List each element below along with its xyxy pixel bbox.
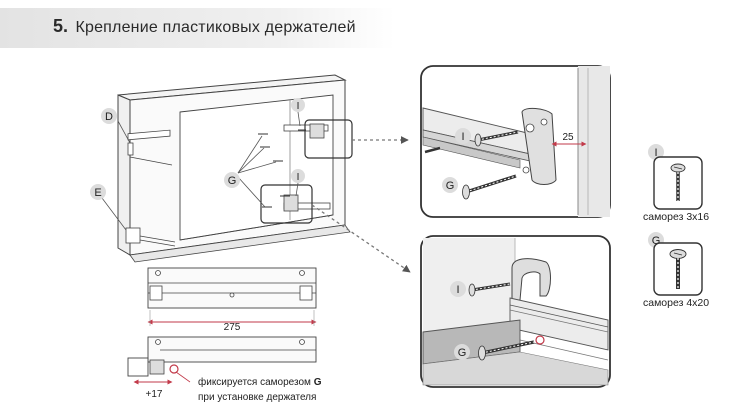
detail-bottom-label-g: G [454, 344, 470, 360]
detail-bottom-screw-i-icon [468, 282, 511, 297]
rail-bottom-drawing: +17 [127, 336, 317, 400]
leader-lower [311, 204, 411, 273]
rail-bottom-offset: +17 [146, 389, 163, 400]
label-i-top: I [291, 98, 305, 112]
detail-bottom-label-i: I [450, 281, 466, 297]
fixing-note-line2: при установке держателя [198, 392, 317, 403]
rail-top-drawing: 275 [147, 267, 317, 333]
screw-3x16-icon [670, 163, 686, 201]
screw-4x20-icon [669, 249, 687, 289]
page-title: 5. Крепление пластиковых держателей [53, 16, 356, 37]
rail-d [127, 129, 173, 166]
callout-box-upper [304, 119, 353, 159]
callout-box-lower [260, 184, 313, 224]
svg-text:D: D [105, 111, 113, 123]
step-number: 5. [53, 16, 69, 36]
svg-text:I: I [297, 101, 300, 112]
header-band [0, 8, 395, 48]
rail-e [125, 227, 176, 247]
rail-right-lower [283, 194, 331, 212]
label-i-mid: I [291, 169, 305, 183]
svg-text:I: I [297, 172, 300, 183]
svg-text:I: I [654, 147, 657, 159]
detail-top-label-i: I [455, 128, 471, 144]
svg-text:G: G [446, 180, 455, 192]
label-d: D [101, 108, 117, 124]
rail-right-upper [283, 123, 329, 139]
rail-top-dimension: 275 [224, 322, 241, 333]
label-e: E [90, 184, 106, 200]
fixing-note-prefix: фиксируется саморезом [198, 377, 314, 388]
detail-top-dimension: 25 [562, 132, 574, 143]
screw-3x16-caption: саморез 3х16 [643, 211, 710, 223]
detail-bottom-panel: I G [420, 235, 611, 388]
detail-top-panel: 25 I G [420, 65, 611, 218]
step-title: Крепление пластиковых держателей [75, 19, 356, 36]
screw-legend-g: G [648, 232, 703, 296]
label-g: G [224, 172, 240, 188]
detail-top-label-g: G [442, 177, 458, 193]
svg-text:G: G [652, 235, 661, 247]
screw-legend-i: I [648, 144, 703, 210]
svg-text:G: G [458, 347, 467, 359]
svg-text:I: I [461, 131, 464, 143]
cabinet-drawing: D E I I G [90, 74, 411, 273]
fixing-note-code: G [313, 377, 322, 388]
detail-top-screw-g-icon [462, 174, 517, 200]
screw-4x20-caption: саморез 4х20 [643, 297, 710, 309]
svg-text:I: I [456, 284, 459, 296]
svg-text:E: E [94, 187, 101, 199]
fixing-note-line1: фиксируется саморезом G [198, 377, 321, 388]
detail-top-screw-i-icon [474, 130, 519, 147]
detail-bottom-screw-g-icon [478, 340, 535, 361]
svg-text:G: G [228, 175, 237, 187]
